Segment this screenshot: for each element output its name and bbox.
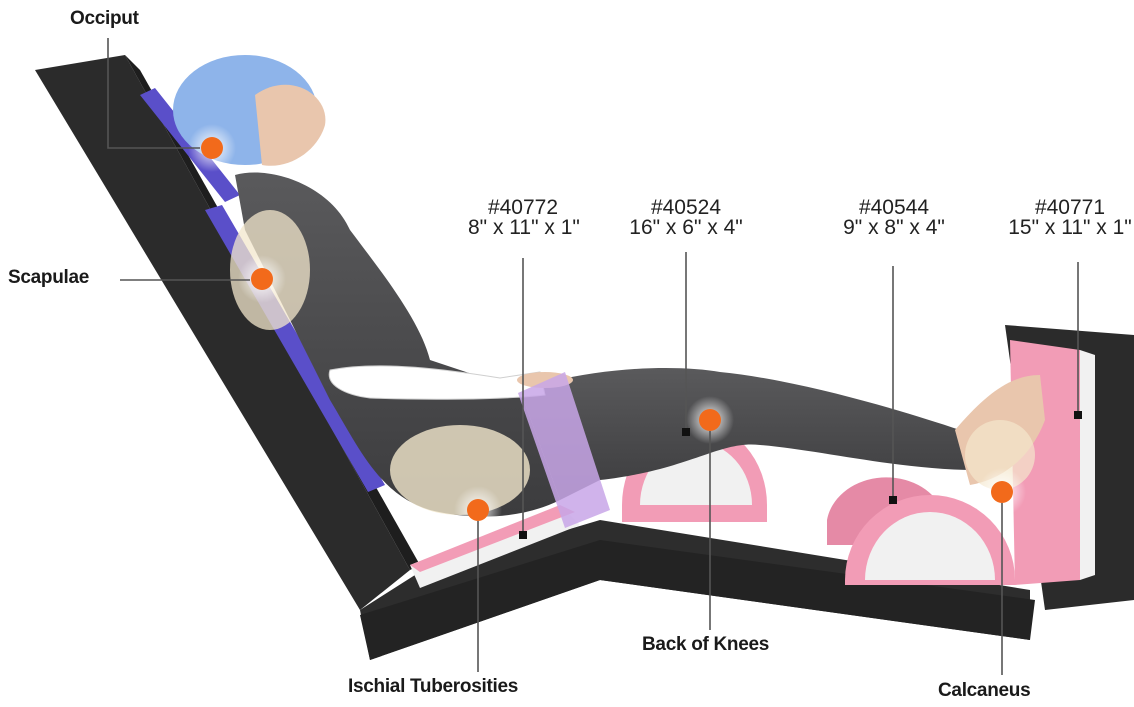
calcaneus-point	[991, 481, 1013, 503]
product-size: 8" x 11" x 1"	[468, 218, 578, 238]
scapulae-point	[251, 268, 273, 290]
product-code: #40524	[618, 198, 754, 218]
product-code: #40544	[836, 198, 952, 218]
label-ischial-tuberosities: Ischial Tuberosities	[348, 676, 518, 698]
product-code: #40771	[1006, 198, 1134, 218]
product-40524: #40524 16" x 6" x 4"	[618, 198, 754, 238]
product-40772: #40772 8" x 11" x 1"	[468, 198, 578, 238]
occiput-point	[201, 137, 223, 159]
label-occiput: Occiput	[70, 8, 139, 30]
label-scapulae: Scapulae	[8, 267, 89, 289]
product-size: 16" x 6" x 4"	[618, 218, 754, 238]
product-size: 9" x 8" x 4"	[836, 218, 952, 238]
label-back-of-knees: Back of Knees	[642, 634, 769, 656]
knees-point	[699, 409, 721, 431]
product-code: #40772	[468, 198, 578, 218]
ischial-point	[467, 499, 489, 521]
product-40544: #40544 9" x 8" x 4"	[836, 198, 952, 238]
product-40771: #40771 15" x 11" x 1"	[1006, 198, 1134, 238]
product-size: 15" x 11" x 1"	[1006, 218, 1134, 238]
label-calcaneus: Calcaneus	[938, 680, 1030, 702]
